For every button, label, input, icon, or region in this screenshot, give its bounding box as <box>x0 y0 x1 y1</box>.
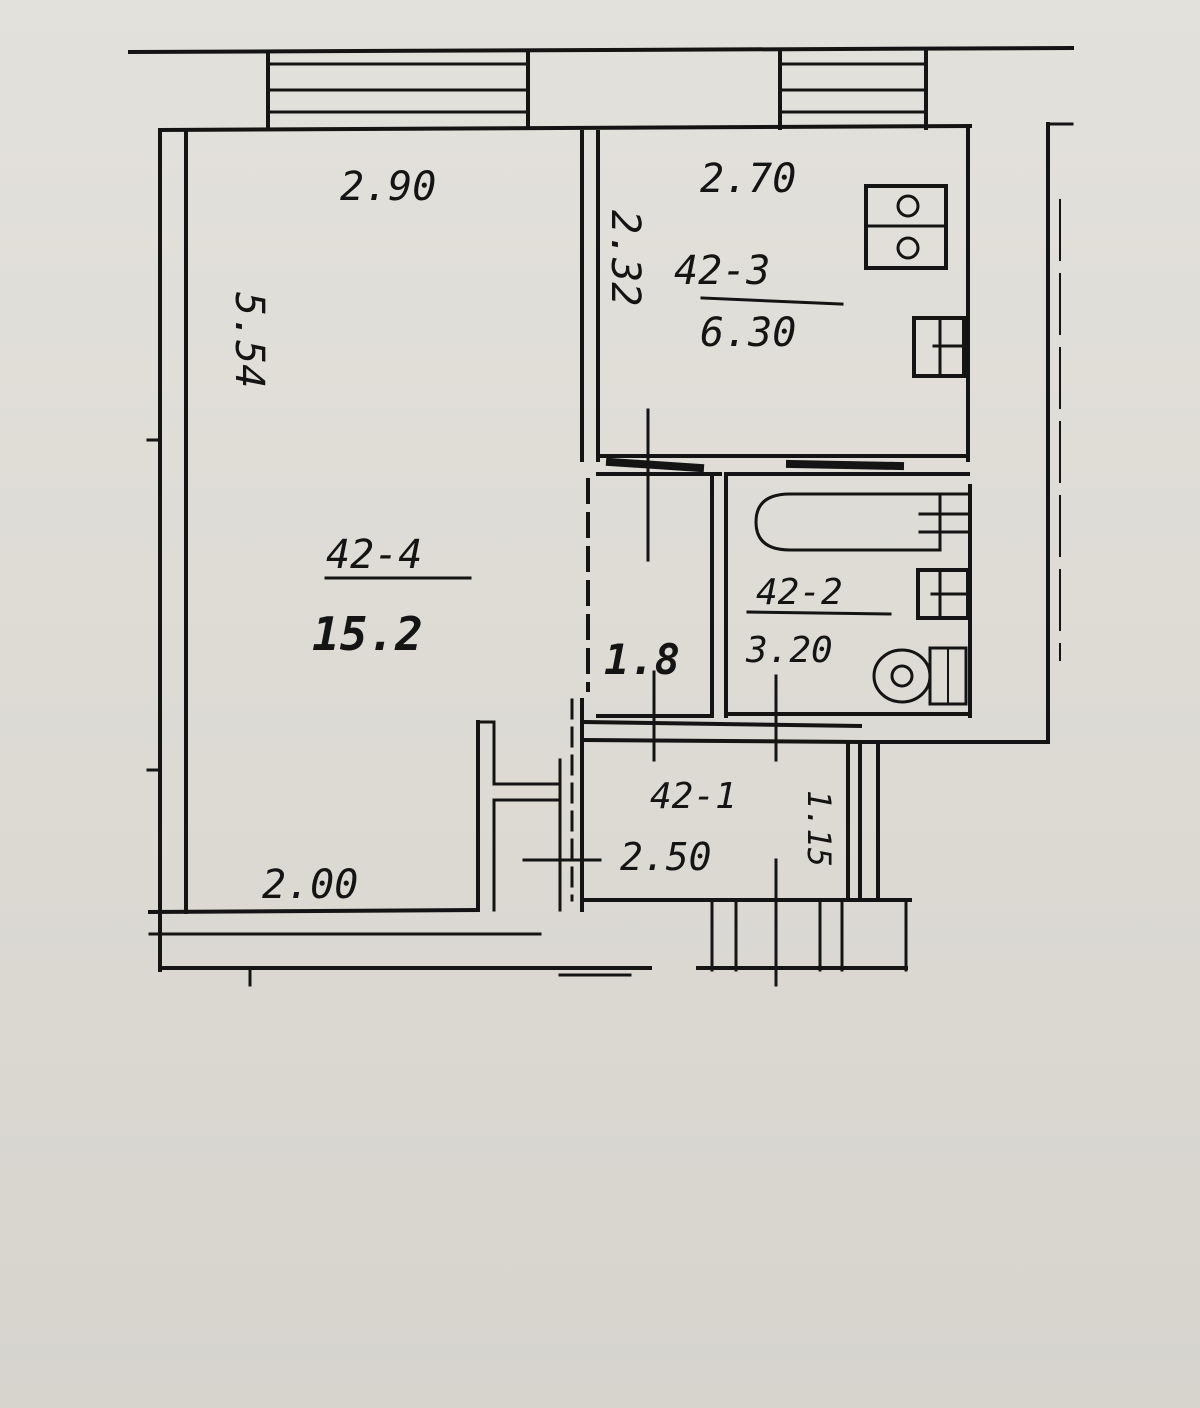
kitchen-bottom-wall <box>596 408 970 562</box>
hall-area-label: 1.8 <box>604 635 680 684</box>
living-bottom-wall <box>147 907 652 987</box>
entry-number-label: 42-1 <box>650 776 737 817</box>
top-wall-inner <box>157 123 973 133</box>
bathroom-area-label: 3.20 <box>745 630 833 671</box>
living-number-label: 42-4 <box>326 532 422 578</box>
entry-area-label: 2.50 <box>620 835 712 879</box>
facade-top-line <box>127 45 1075 55</box>
entry-depth-label: 1.15 <box>800 790 838 867</box>
bathroom-fraction-bar <box>746 610 892 616</box>
entry-walls <box>476 720 912 987</box>
hall-bathroom-partition <box>710 472 728 718</box>
kitchen-number-label: 42-3 <box>674 248 770 294</box>
left-wall <box>146 130 188 972</box>
entrance-threshold <box>696 898 908 972</box>
sink-icon <box>912 316 966 378</box>
window-kitchen <box>778 50 928 130</box>
kitchen-fraction-bar <box>700 296 844 306</box>
living-area-label: 15.2 <box>312 607 423 661</box>
bathroom-number-label: 42-2 <box>756 572 843 613</box>
partition-living-kitchen <box>570 130 600 912</box>
kitchen-width-label: 2.70 <box>700 156 796 202</box>
washbasin-icon <box>916 568 970 620</box>
living-width-label: 2.90 <box>340 164 436 210</box>
bathtub-icon <box>754 492 972 552</box>
bathroom-walls <box>724 484 972 762</box>
kitchen-area-label: 6.30 <box>700 310 796 356</box>
stove-icon <box>864 184 948 270</box>
window-living <box>266 52 530 130</box>
toilet-icon <box>872 646 968 706</box>
living-length-label: 5.54 <box>226 292 272 388</box>
hall-bottom-wall <box>581 670 863 762</box>
living-bottom-width-label: 2.00 <box>262 862 358 908</box>
kitchen-depth-label: 2.32 <box>602 210 648 306</box>
right-outer-wall <box>858 122 1074 744</box>
